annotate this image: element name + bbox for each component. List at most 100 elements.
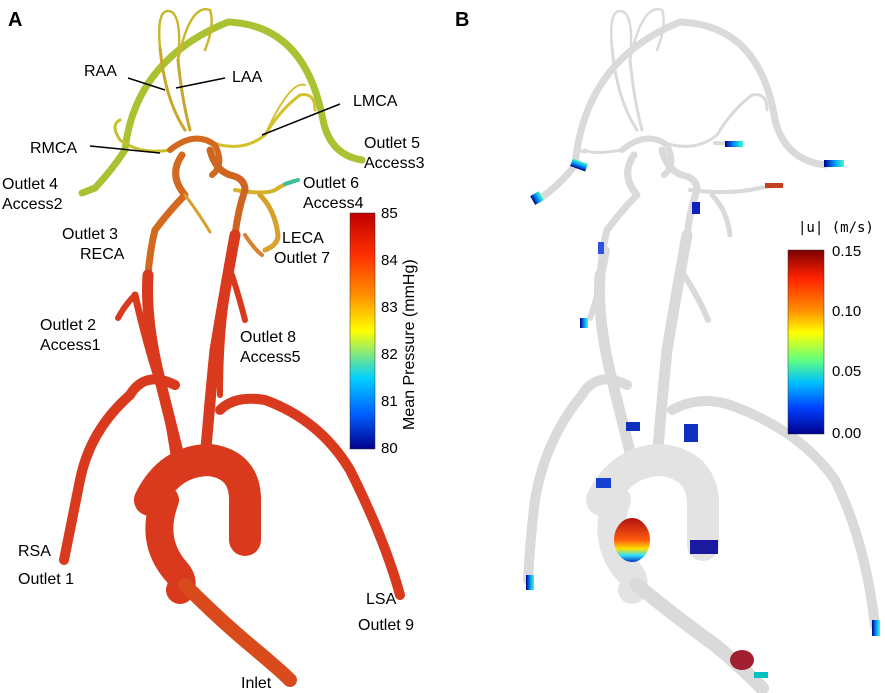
label-outlet3: Outlet 3 bbox=[62, 226, 118, 243]
raa-vessel-b bbox=[610, 46, 639, 132]
label-rsa: RSA bbox=[18, 543, 51, 560]
label-access3: Access3 bbox=[364, 155, 425, 172]
velocity-patch bbox=[872, 620, 880, 636]
velocity-patch bbox=[730, 650, 754, 670]
label-access5: Access5 bbox=[240, 349, 301, 366]
colorbar-a-title: Mean Pressure (mmHg) bbox=[401, 259, 418, 430]
left-carotid-upper bbox=[206, 146, 249, 239]
colorbar-a-tick: 82 bbox=[381, 346, 398, 363]
velocity-patch bbox=[684, 424, 698, 442]
colorbar-a-tick: 80 bbox=[381, 440, 398, 457]
aortic-arch-b bbox=[586, 444, 719, 561]
label-outlet4: Outlet 4 bbox=[2, 176, 58, 193]
colorbar-a-tick: 83 bbox=[381, 299, 398, 316]
velocity-patch bbox=[692, 202, 700, 214]
label-outlet6: Outlet 6 bbox=[303, 175, 359, 192]
colorbar-b-title: |u| (m/s) bbox=[798, 220, 874, 236]
outlet7-vessel bbox=[243, 233, 264, 257]
lmca-vessel bbox=[203, 93, 317, 148]
label-laa: LAA bbox=[232, 69, 263, 86]
label-outlet1: Outlet 1 bbox=[18, 571, 74, 588]
laa-leader bbox=[175, 77, 226, 89]
colorbar-b-tick: 0.05 bbox=[832, 363, 861, 380]
velocity-patch bbox=[530, 191, 544, 205]
colorbar-a-tick: 85 bbox=[381, 205, 398, 222]
top-loop-vessel-2 bbox=[176, 8, 213, 62]
leca-b bbox=[709, 192, 733, 238]
velocity-jet-patch bbox=[614, 518, 650, 562]
velocity-patch bbox=[690, 540, 718, 554]
outlet2-vessel bbox=[115, 292, 138, 321]
raa-leader bbox=[127, 77, 166, 91]
aortic-arch bbox=[134, 444, 261, 556]
left-carotid-upper-b bbox=[658, 146, 701, 239]
velocity-patch bbox=[824, 160, 844, 167]
velocity-patch bbox=[598, 242, 604, 254]
colorbar-a-gradient bbox=[349, 212, 376, 450]
right-vertebral bbox=[131, 291, 179, 464]
velocity-patch bbox=[626, 422, 640, 431]
panel-a-labels: RAA LAA LMCA RMCA Outlet 5 Access3 Outle… bbox=[2, 63, 425, 692]
label-outlet9: Outlet 9 bbox=[358, 617, 414, 634]
velocity-patch bbox=[596, 478, 611, 488]
label-outlet7: Outlet 7 bbox=[274, 250, 330, 267]
label-access4: Access4 bbox=[303, 195, 364, 212]
raa-vessel bbox=[158, 46, 187, 132]
mid-connector bbox=[183, 193, 212, 234]
rsa-vessel bbox=[59, 374, 180, 565]
colorbar-b-gradient bbox=[787, 249, 825, 435]
lmca-vessel-b bbox=[655, 93, 769, 148]
velocity-patch bbox=[765, 183, 783, 188]
right-common-carotid-b bbox=[594, 269, 638, 466]
top-loop-b-2 bbox=[628, 8, 665, 62]
colorbar-b: |u| (m/s) 0.15 0.10 0.05 0.00 bbox=[787, 220, 874, 442]
laa-vessel-b bbox=[628, 58, 644, 132]
arch-left-descend bbox=[78, 184, 99, 197]
lmca-branch bbox=[264, 83, 306, 136]
label-raa: RAA bbox=[84, 63, 117, 80]
velocity-patch bbox=[725, 141, 743, 147]
lsa-b bbox=[667, 396, 880, 630]
top-loop-b bbox=[610, 9, 633, 62]
left-vertebral bbox=[217, 262, 235, 398]
velocity-patch bbox=[570, 158, 588, 172]
rmca-leader bbox=[89, 145, 161, 154]
label-inlet: Inlet bbox=[241, 675, 272, 692]
colorbar-b-tick: 0.00 bbox=[832, 425, 861, 442]
left-common-carotid-b bbox=[651, 229, 693, 466]
rmca-tip-b bbox=[576, 148, 587, 154]
label-outlet2: Outlet 2 bbox=[40, 317, 96, 334]
panel-b: B bbox=[455, 8, 880, 693]
rsa-b bbox=[523, 374, 632, 585]
label-lmca: LMCA bbox=[353, 93, 398, 110]
outlet8-b bbox=[681, 272, 711, 323]
panel-b-velocity-patches bbox=[526, 141, 880, 678]
label-outlet5: Outlet 5 bbox=[364, 135, 420, 152]
arch-vessel bbox=[91, 18, 366, 192]
label-reca: RECA bbox=[80, 246, 125, 263]
inlet-b bbox=[630, 578, 769, 693]
panel-a-vessels bbox=[59, 8, 405, 687]
panel-a-letter: A bbox=[8, 9, 22, 31]
right-vertebral-b bbox=[587, 247, 610, 321]
colorbar-a-tick: 84 bbox=[381, 252, 398, 269]
panel-a-leaders bbox=[89, 77, 341, 154]
colorbar-b-tick: 0.10 bbox=[832, 303, 861, 320]
ascending-aorta bbox=[145, 486, 196, 604]
label-access1: Access1 bbox=[40, 337, 101, 354]
inlet-vessel bbox=[178, 578, 297, 687]
rmca-vessel bbox=[113, 118, 172, 153]
colorbar-b-tick: 0.15 bbox=[832, 243, 861, 260]
label-leca: LECA bbox=[282, 230, 324, 247]
velocity-patch bbox=[580, 318, 588, 328]
lsa-vessel bbox=[215, 393, 405, 600]
panel-b-letter: B bbox=[455, 9, 469, 31]
label-lsa: LSA bbox=[366, 591, 397, 608]
right-carotid-upper bbox=[144, 151, 189, 279]
laa-vessel bbox=[176, 58, 192, 132]
velocity-patch bbox=[754, 672, 768, 678]
colorbar-a-tick: 81 bbox=[381, 393, 398, 410]
outlet8-vessel bbox=[229, 272, 248, 323]
label-outlet8: Outlet 8 bbox=[240, 329, 296, 346]
